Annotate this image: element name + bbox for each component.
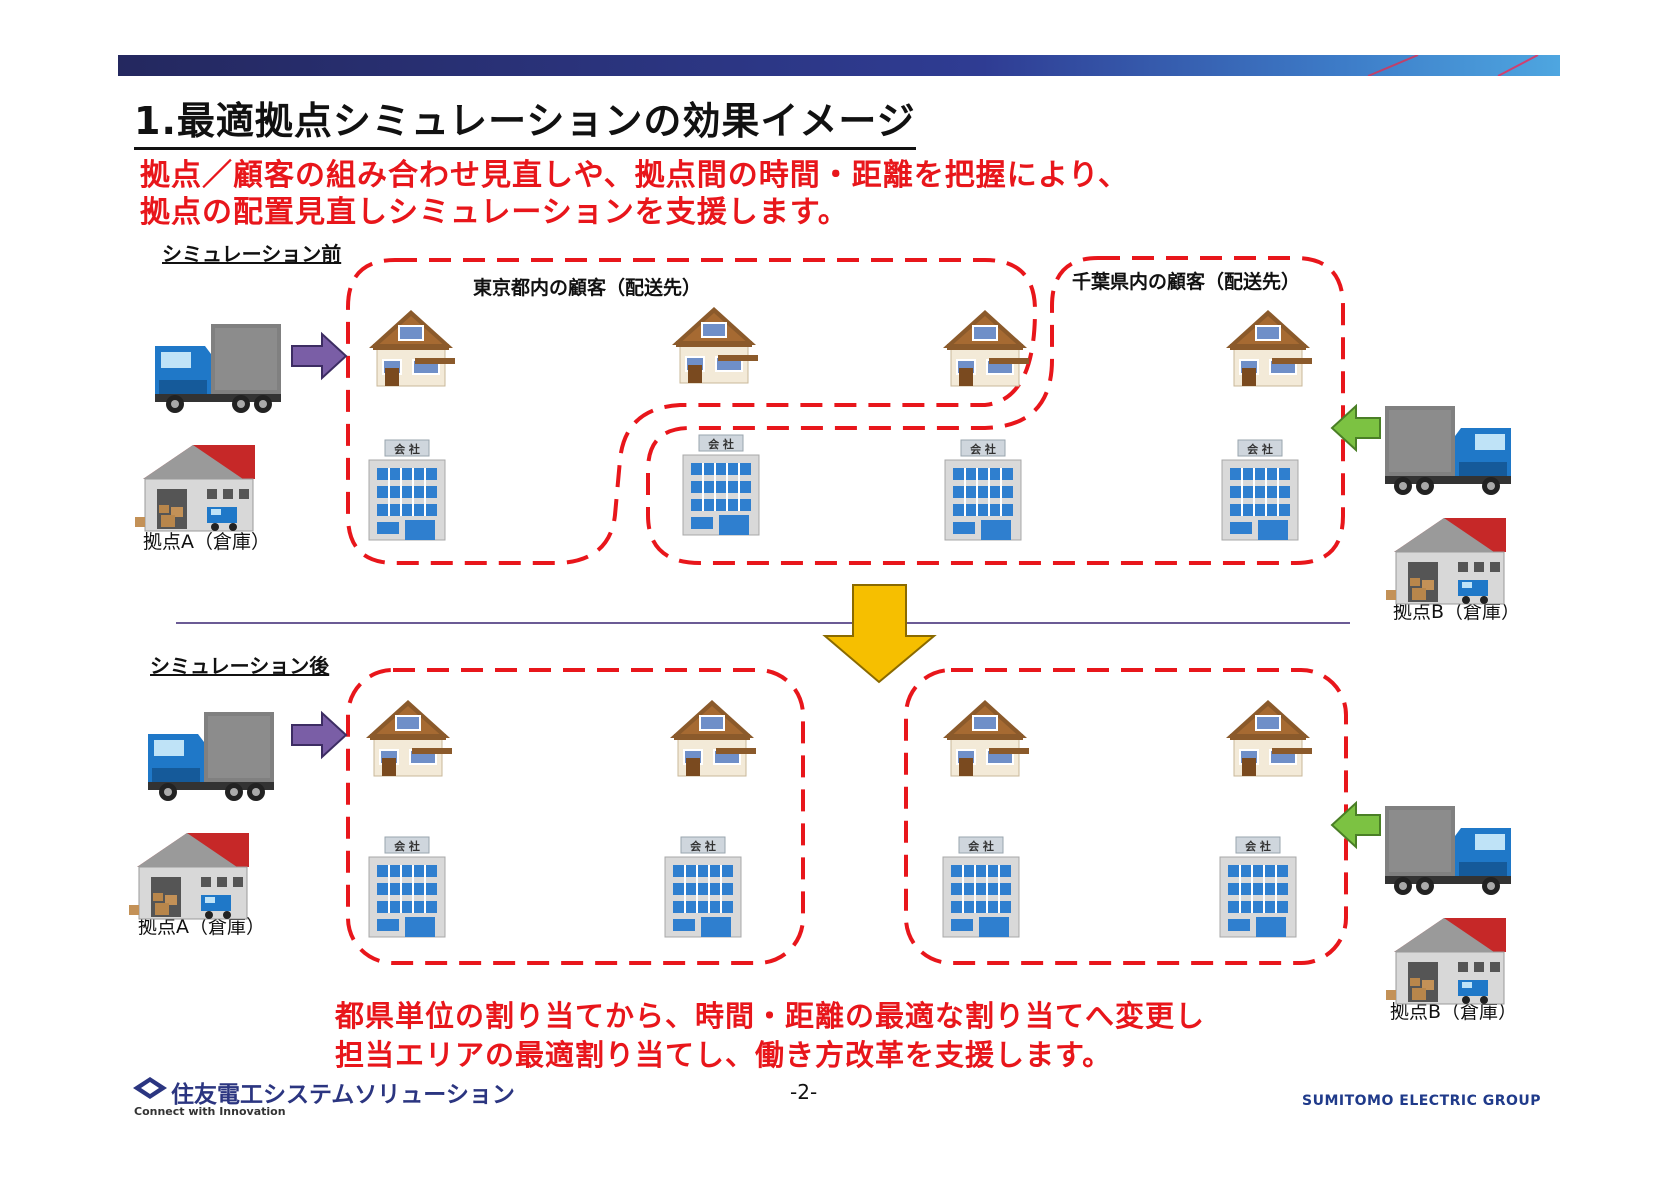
warehouse-icon bbox=[1385, 917, 1507, 1005]
page-number: -2- bbox=[790, 1080, 818, 1104]
result-text-line-1: 都県単位の割り当てから、時間・距離の最適な割り当てへ変更し bbox=[335, 999, 1206, 1033]
truck-icon bbox=[1385, 406, 1511, 495]
group-name: SUMITOMO ELECTRIC GROUP bbox=[1302, 1093, 1542, 1109]
page-title: 1.最適拠点シミュレーションの効果イメージ bbox=[134, 90, 916, 150]
tokyo-area-label: 東京都内の顧客（配送先） bbox=[473, 277, 702, 299]
office-building-icon bbox=[664, 836, 742, 938]
truck-icon bbox=[148, 712, 274, 801]
tokyo-region-outline bbox=[390, 258, 1340, 560]
warehouse-icon bbox=[134, 444, 256, 532]
arrow-right-icon bbox=[291, 710, 348, 760]
arrow-left-icon bbox=[1330, 403, 1381, 453]
result-text-line-2: 担当エリアの最適割り当てし、働き方改革を支援します。 bbox=[335, 1038, 1113, 1072]
company-name: 住友電工システムソリューション bbox=[171, 1082, 515, 1108]
company-tagline: Connect with Innovation bbox=[134, 1105, 286, 1118]
chiba-area-label: 千葉県内の顧客（配送先） bbox=[1072, 271, 1301, 293]
after-region-a-outline bbox=[346, 668, 805, 965]
before-depot-b-label: 拠点B（倉庫） bbox=[1393, 601, 1521, 623]
chiba-region-outline bbox=[646, 256, 1345, 565]
arrow-right-icon bbox=[291, 331, 348, 381]
warehouse-icon bbox=[128, 832, 250, 920]
office-building-icon bbox=[682, 434, 760, 536]
truck-icon bbox=[155, 324, 281, 413]
house-icon bbox=[942, 309, 1030, 387]
header-bar bbox=[118, 55, 1560, 76]
house-icon bbox=[671, 306, 759, 384]
house-icon bbox=[1225, 309, 1313, 387]
office-building-icon bbox=[368, 836, 446, 938]
office-building-icon bbox=[944, 439, 1022, 541]
arrow-left-icon bbox=[1330, 800, 1381, 850]
office-building-icon bbox=[1221, 439, 1299, 541]
truck-icon bbox=[1385, 806, 1511, 895]
office-building-icon bbox=[942, 836, 1020, 938]
house-icon bbox=[365, 699, 453, 777]
warehouse-icon bbox=[1385, 517, 1507, 605]
after-section-label: シミュレーション後 bbox=[150, 654, 330, 678]
after-depot-a-label: 拠点A（倉庫） bbox=[138, 916, 265, 938]
lead-text-line-1: 拠点／顧客の組み合わせ見直しや、拠点間の時間・距離を把握により、 bbox=[140, 158, 1129, 193]
company-logo-icon bbox=[133, 1077, 167, 1099]
house-icon bbox=[1225, 699, 1313, 777]
before-section-label: シミュレーション前 bbox=[162, 242, 342, 266]
house-icon bbox=[942, 699, 1030, 777]
office-building-icon bbox=[368, 439, 446, 541]
house-icon bbox=[669, 699, 757, 777]
after-depot-b-label: 拠点B（倉庫） bbox=[1390, 1001, 1518, 1023]
arrow-down-icon bbox=[822, 584, 937, 684]
office-building-icon bbox=[1219, 836, 1297, 938]
house-icon bbox=[368, 309, 456, 387]
lead-text-line-2: 拠点の配置見直しシミュレーションを支援します。 bbox=[140, 195, 849, 230]
before-depot-a-label: 拠点A（倉庫） bbox=[143, 531, 270, 553]
